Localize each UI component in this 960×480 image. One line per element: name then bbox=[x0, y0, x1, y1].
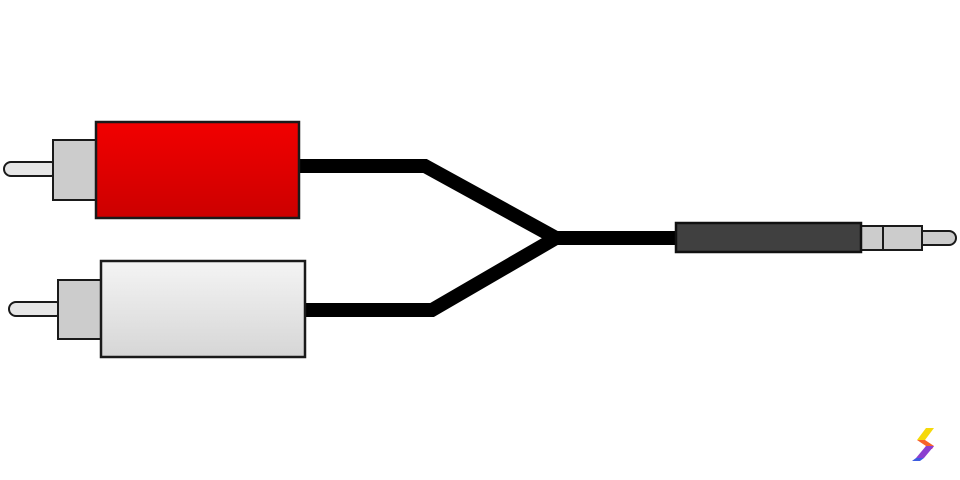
rca-plug-red bbox=[3, 120, 301, 220]
jack-ring-2 bbox=[882, 225, 923, 251]
jack-ring-1 bbox=[860, 225, 884, 251]
rca-red-collar bbox=[52, 139, 98, 201]
cable-bottom-branch bbox=[304, 231, 560, 317]
watermark-logo-icon bbox=[912, 428, 934, 461]
cable-split bbox=[298, 159, 680, 317]
jack-body bbox=[674, 221, 863, 254]
rca-plug-white bbox=[8, 259, 307, 359]
jack-plug-35mm bbox=[674, 221, 957, 254]
cable-top-branch bbox=[298, 159, 560, 245]
rca-white-pin bbox=[8, 301, 64, 317]
rca-red-pin bbox=[3, 161, 59, 177]
rca-white-body bbox=[99, 259, 307, 359]
rca-red-body bbox=[94, 120, 301, 220]
rca-white-collar bbox=[57, 279, 103, 340]
